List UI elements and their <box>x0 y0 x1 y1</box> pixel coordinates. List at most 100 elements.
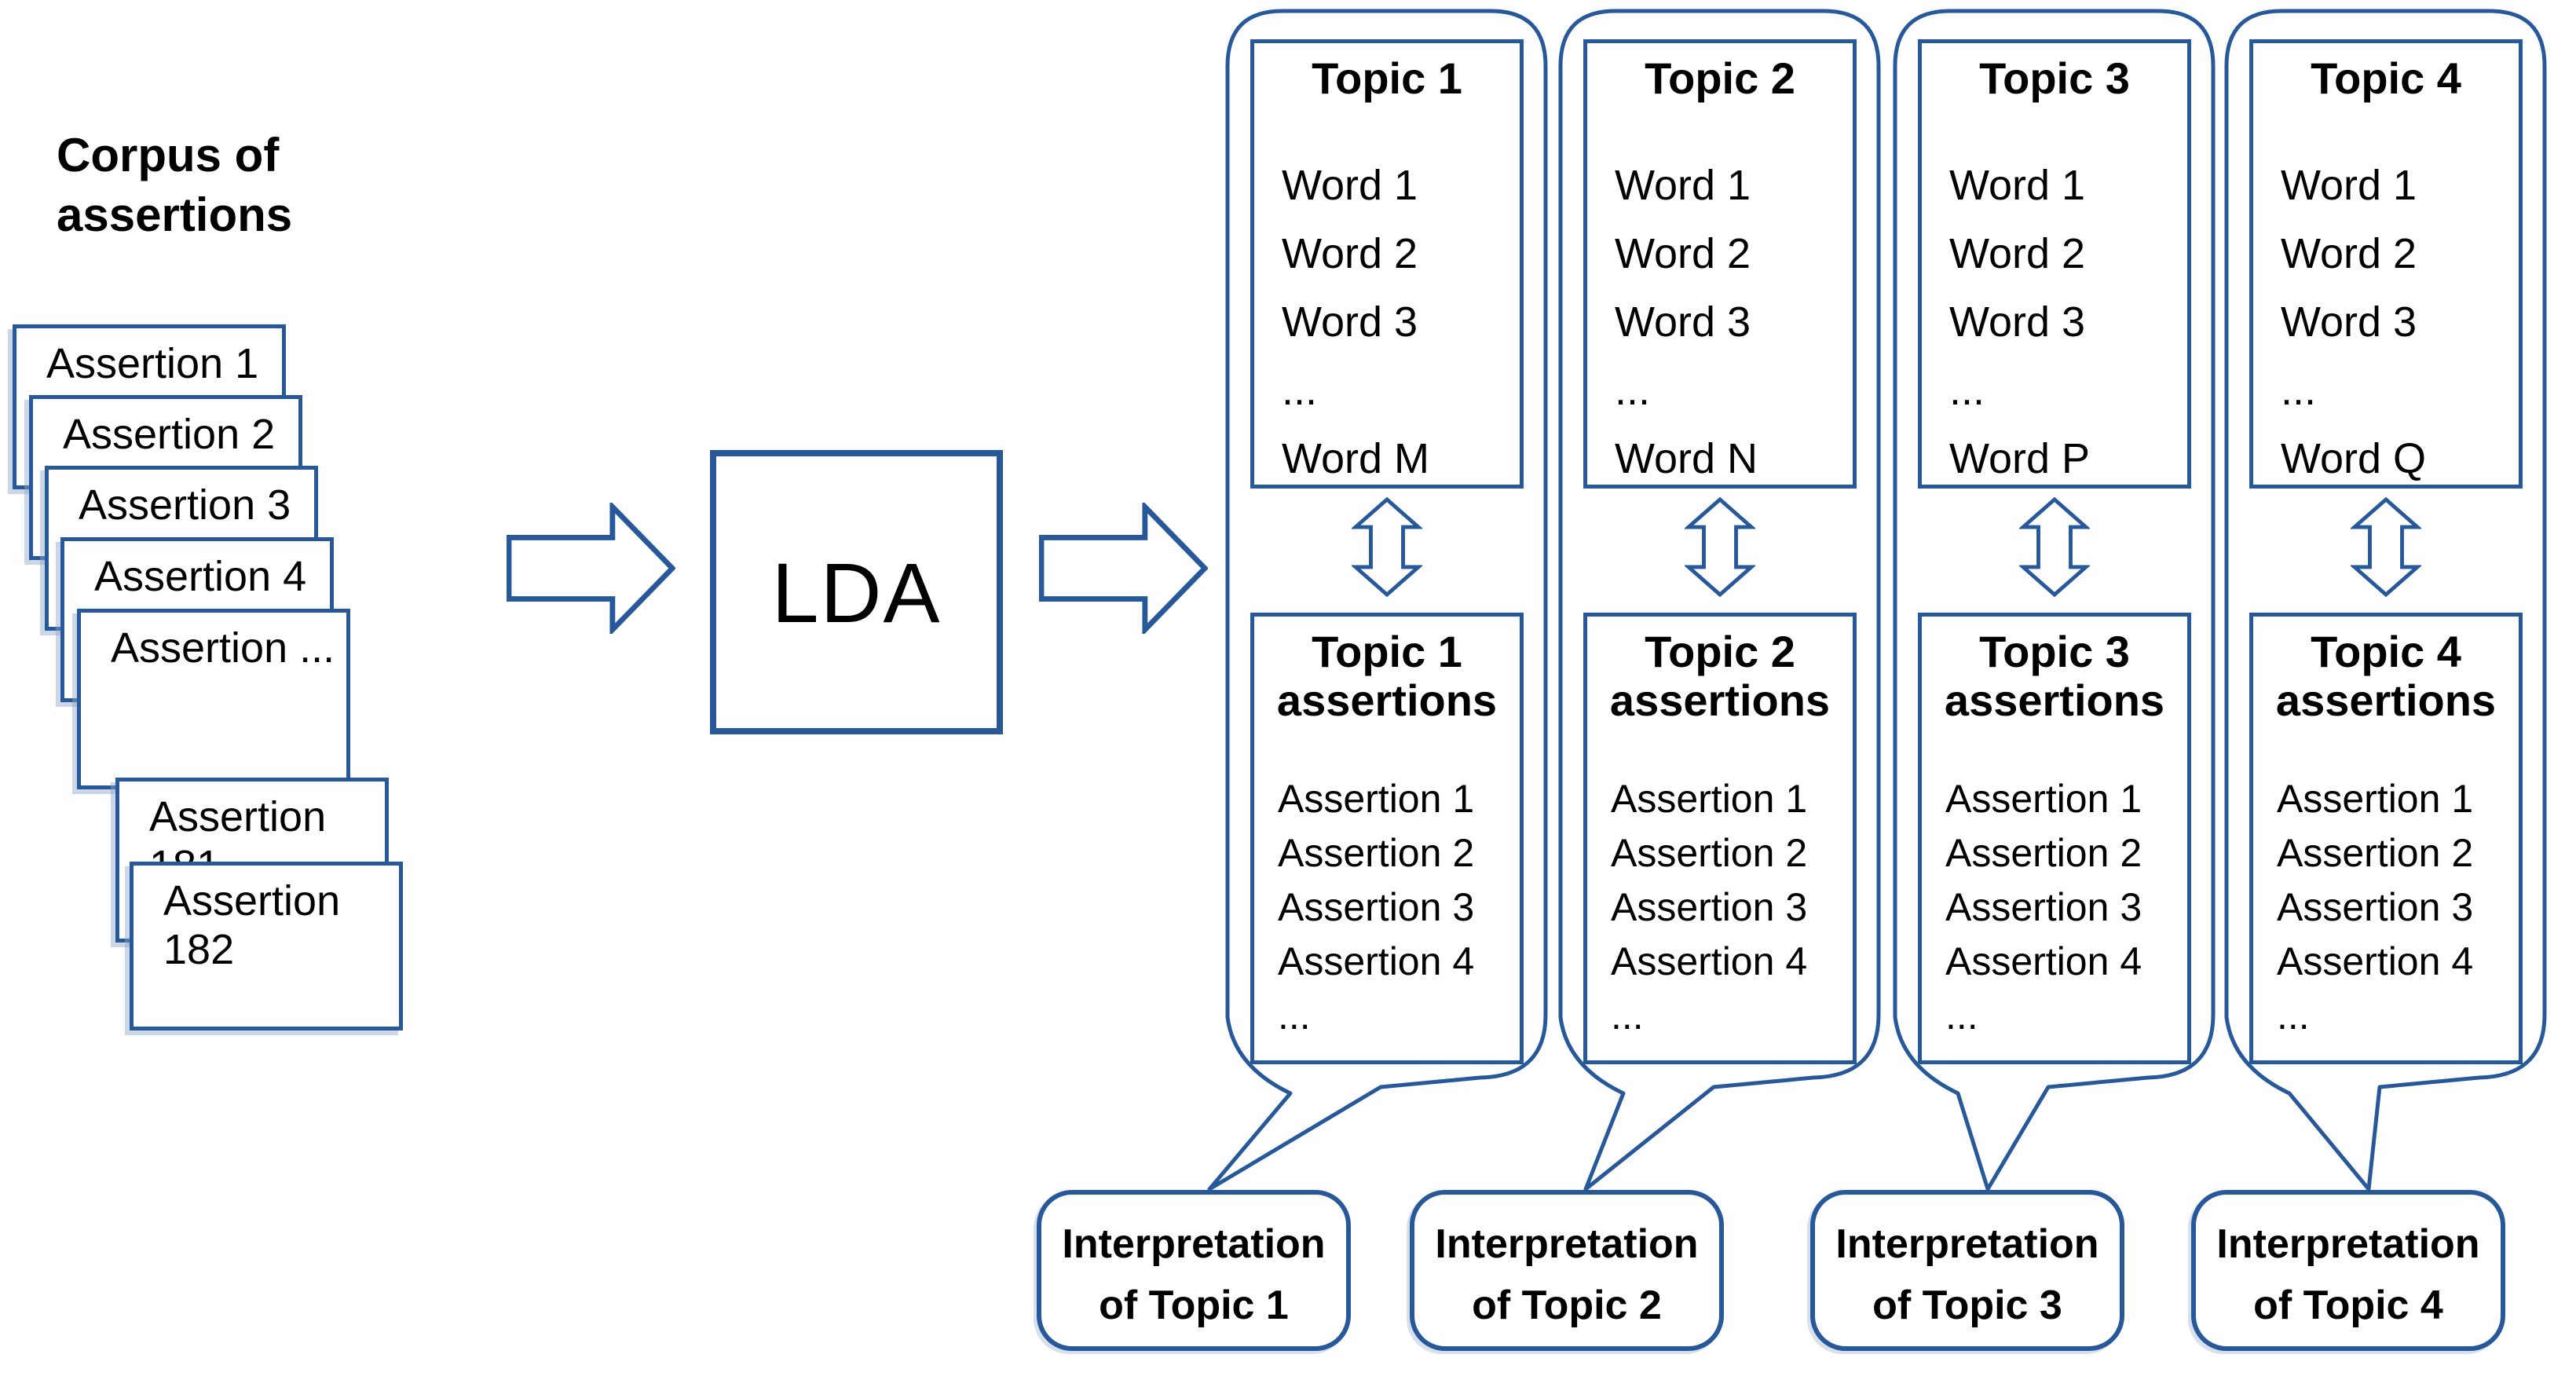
topic-assertion-list: Assertion 1 Assertion 2 Assertion 3 Asse… <box>1945 772 2142 1043</box>
interpretation-line2: of Topic 2 <box>1472 1283 1662 1328</box>
flow-arrow-corpus-to-lda-icon <box>507 503 675 634</box>
assertion-doc-label: Assertion 1 <box>46 340 259 387</box>
word-item: Word 2 <box>2281 230 2417 277</box>
interpretation-line2: of Topic 1 <box>1099 1283 1289 1328</box>
interpretation-line1: Interpretation <box>1835 1221 2099 1267</box>
ellipsis: ... <box>1611 994 1644 1038</box>
topic-3-words-box: Topic 3 Word 1 Word 2 Word 3 ... Word P <box>1918 39 2191 489</box>
assertion-item: Assertion 4 <box>2277 939 2474 983</box>
topic-4-assertions-box: Topic 4 assertions Assertion 1 Assertion… <box>2249 613 2523 1064</box>
ellipsis: ... <box>1615 367 1651 414</box>
topic-3-assertions-box: Topic 3 assertions Assertion 1 Assertion… <box>1918 613 2191 1064</box>
interpretation-line2: of Topic 3 <box>1872 1283 2062 1328</box>
topic-2-words-box: Topic 2 Word 1 Word 2 Word 3 ... Word N <box>1583 39 1857 489</box>
assertion-item: Assertion 4 <box>1945 939 2142 983</box>
topic-title: Topic 1 <box>1312 53 1462 103</box>
assertions-title-line1: Topic 3 <box>1979 627 2130 676</box>
lda-box: LDA <box>710 450 1003 734</box>
interpretation-line1: Interpretation <box>1062 1221 1326 1267</box>
flow-arrow-lda-to-topics-icon <box>1039 503 1208 634</box>
ellipsis: ... <box>1949 367 1985 414</box>
interpretation-line2: of Topic 4 <box>2253 1283 2443 1328</box>
two-way-arrow-icon <box>1685 497 1755 597</box>
assertion-item: Assertion 3 <box>1278 885 1475 929</box>
word-item: Word 3 <box>1282 298 1418 346</box>
topic-word-list: Word 1 Word 2 Word 3 ... Word Q <box>2281 152 2426 493</box>
interpretation-line1: Interpretation <box>2216 1221 2480 1267</box>
assertion-item: Assertion 1 <box>1278 777 1475 821</box>
topic-title: Topic 2 <box>1645 53 1795 103</box>
topic-1-words-box: Topic 1 Word 1 Word 2 Word 3 ... Word M <box>1250 39 1524 489</box>
assertions-title-line2: assertions <box>2275 675 2497 725</box>
assertion-doc-label: Assertion ... <box>111 624 335 672</box>
word-item: Word 3 <box>2281 298 2417 346</box>
assertion-item: Assertion 3 <box>2277 885 2474 929</box>
topic-4-words-box: Topic 4 Word 1 Word 2 Word 3 ... Word Q <box>2249 39 2523 489</box>
word-item: Word 2 <box>1282 230 1418 277</box>
assertion-item: Assertion 2 <box>2277 831 2474 875</box>
assertions-title-line1: Topic 2 <box>1645 627 1795 676</box>
topic-title: Topic 4 <box>2311 53 2461 103</box>
word-item: Word 3 <box>1949 298 2086 346</box>
assertion-item: Assertion 2 <box>1611 831 1808 875</box>
assertion-doc-label: Assertion 4 <box>94 553 307 600</box>
word-item: Word 2 <box>1949 230 2086 277</box>
two-way-arrow-icon <box>2019 497 2090 597</box>
lda-label: LDA <box>771 544 942 640</box>
corpus-label: Corpus of assertions <box>57 129 293 241</box>
word-item: Word 1 <box>1282 162 1418 209</box>
interpretation-line1: Interpretation <box>1435 1221 1699 1267</box>
topic-word-list: Word 1 Word 2 Word 3 ... Word M <box>1282 152 1429 493</box>
assertion-item: Assertion 4 <box>1278 939 1475 983</box>
assertion-item: Assertion 2 <box>1278 831 1475 875</box>
assertions-title-line1: Topic 1 <box>1312 627 1462 676</box>
assertion-item: Assertion 4 <box>1611 939 1808 983</box>
assertions-title-line2: assertions <box>1609 675 1831 725</box>
word-item: Word 2 <box>1615 230 1751 277</box>
word-item: Word 1 <box>1615 162 1751 209</box>
topic-word-list: Word 1 Word 2 Word 3 ... Word P <box>1949 152 2090 493</box>
word-item: Word N <box>1615 435 1758 482</box>
assertions-title-line2: assertions <box>1276 675 1498 725</box>
word-item: Word 3 <box>1615 298 1751 346</box>
word-item: Word 1 <box>1949 162 2086 209</box>
assertion-doc-label: Assertion 182 <box>163 877 341 973</box>
word-item: Word M <box>1282 435 1430 482</box>
ellipsis: ... <box>1945 994 1978 1038</box>
topic-title: Topic 3 <box>1979 53 2130 103</box>
word-item: Word 1 <box>2281 162 2417 209</box>
assertions-title-line2: assertions <box>1944 675 2165 725</box>
topic-column-1: Topic 1 Word 1 Word 2 Word 3 ... Word M … <box>1228 0 1546 1178</box>
word-item: Word Q <box>2281 435 2427 482</box>
interpretation-box-topic-4: Interpretation of Topic 4 <box>2191 1190 2505 1351</box>
topic-1-assertions-box: Topic 1 assertions Assertion 1 Assertion… <box>1250 613 1524 1064</box>
interpretation-box-topic-3: Interpretation of Topic 3 <box>1810 1190 2124 1351</box>
topic-column-2: Topic 2 Word 1 Word 2 Word 3 ... Word N … <box>1561 0 1879 1178</box>
assertion-doc-label: Assertion 181 <box>149 793 327 889</box>
assertion-item: Assertion 2 <box>1945 831 2142 875</box>
topic-column-4: Topic 4 Word 1 Word 2 Word 3 ... Word Q … <box>2227 0 2545 1178</box>
interpretation-box-topic-2: Interpretation of Topic 2 <box>1410 1190 1724 1351</box>
assertion-doc-label: Assertion 2 <box>63 411 276 458</box>
assertion-doc-label: Assertion 3 <box>79 481 291 529</box>
interpretation-box-topic-1: Interpretation of Topic 1 <box>1037 1190 1351 1351</box>
topic-assertion-list: Assertion 1 Assertion 2 Assertion 3 Asse… <box>1611 772 1807 1043</box>
ellipsis: ... <box>1278 994 1311 1038</box>
two-way-arrow-icon <box>1352 497 1422 597</box>
assertion-item: Assertion 1 <box>1611 777 1808 821</box>
ellipsis: ... <box>2277 994 2310 1038</box>
assertion-doc-etc: Assertion ... <box>77 609 350 789</box>
topic-column-3: Topic 3 Word 1 Word 2 Word 3 ... Word P … <box>1895 0 2213 1178</box>
two-way-arrow-icon <box>2351 497 2421 597</box>
assertion-item: Assertion 1 <box>1945 777 2142 821</box>
word-item: Word P <box>1949 435 2091 482</box>
ellipsis: ... <box>1282 367 1318 414</box>
topic-2-assertions-box: Topic 2 assertions Assertion 1 Assertion… <box>1583 613 1857 1064</box>
assertion-item: Assertion 1 <box>2277 777 2474 821</box>
topic-word-list: Word 1 Word 2 Word 3 ... Word N <box>1615 152 1758 493</box>
assertions-title-line1: Topic 4 <box>2311 627 2461 676</box>
topic-assertion-list: Assertion 1 Assertion 2 Assertion 3 Asse… <box>1278 772 1474 1043</box>
ellipsis: ... <box>2281 367 2317 414</box>
assertion-doc-182: Assertion 182 <box>130 862 403 1030</box>
topic-assertion-list: Assertion 1 Assertion 2 Assertion 3 Asse… <box>2277 772 2473 1043</box>
